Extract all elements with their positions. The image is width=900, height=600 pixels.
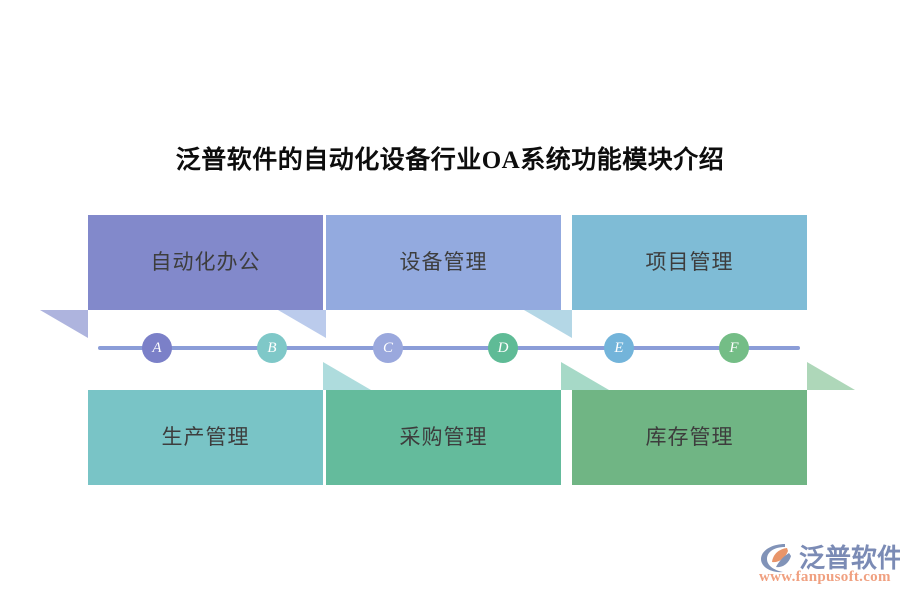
timeline-node-f[interactable]: F <box>719 333 749 363</box>
flow-box-label: 生产管理 <box>161 425 250 449</box>
box-tail-up-right-icon <box>323 362 371 390</box>
logo-url-text: www.fanpusoft.com <box>759 569 891 585</box>
flow-box-top-2[interactable]: 设备管理 <box>278 215 561 338</box>
flow-box-label: 自动化办公 <box>150 250 261 274</box>
flow-box-top-1[interactable]: 自动化办公 <box>40 215 323 338</box>
timeline-node-letter: E <box>614 339 624 356</box>
timeline-node-letter: A <box>152 339 162 356</box>
fanpu-logo-icon <box>761 544 791 573</box>
flow-box-label: 库存管理 <box>645 425 734 449</box>
flow-box-label: 采购管理 <box>399 425 488 449</box>
timeline-node-e[interactable]: E <box>604 333 634 363</box>
timeline-node-a[interactable]: A <box>142 333 172 363</box>
timeline-node-letter: F <box>729 339 739 356</box>
timeline-node-b[interactable]: B <box>257 333 287 363</box>
timeline-node-letter: D <box>497 339 509 356</box>
box-tail-up-right-icon <box>561 362 609 390</box>
page-title: 泛普软件的自动化设备行业OA系统功能模块介绍 <box>175 147 725 174</box>
box-tail-down-left-icon <box>278 310 326 338</box>
timeline-node-c[interactable]: C <box>373 333 403 363</box>
flow-box-bottom-1[interactable]: 生产管理 <box>88 362 371 485</box>
timeline-node-letter: B <box>267 339 277 356</box>
box-tail-up-right-icon <box>807 362 855 390</box>
timeline-axis <box>98 346 800 350</box>
flow-box-label: 设备管理 <box>399 250 488 274</box>
brand-logo[interactable]: 泛普软件 www.fanpusoft.com <box>757 536 900 590</box>
box-tail-down-left-icon <box>524 310 572 338</box>
timeline-node-d[interactable]: D <box>488 333 518 363</box>
logo-brand-text: 泛普软件 <box>799 544 900 573</box>
flow-box-label: 项目管理 <box>645 250 734 274</box>
flow-box-bottom-3[interactable]: 库存管理 <box>572 362 855 485</box>
flow-box-top-3[interactable]: 项目管理 <box>524 215 807 338</box>
flow-box-bottom-2[interactable]: 采购管理 <box>326 362 609 485</box>
timeline-node-letter: C <box>382 339 393 356</box>
box-tail-down-left-icon <box>40 310 88 338</box>
